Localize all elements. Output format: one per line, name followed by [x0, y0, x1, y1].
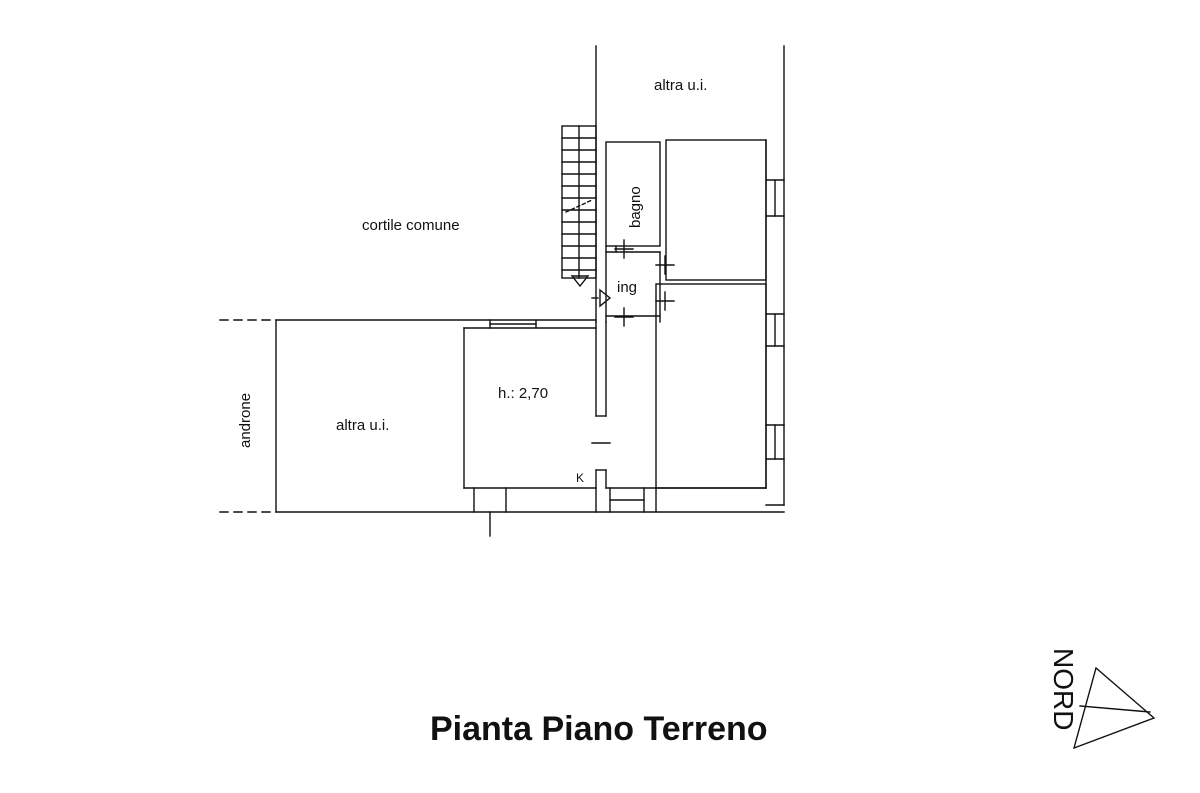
label-ing: ing: [617, 279, 637, 296]
label-bagno: bagno: [627, 186, 644, 228]
label-cortile-comune: cortile comune: [362, 217, 460, 234]
north-label: NORD: [1048, 648, 1079, 730]
north-arrow-icon: [1072, 666, 1156, 750]
label-k: K: [576, 471, 584, 485]
stair-steps: [561, 125, 597, 279]
label-altra-ui-top: altra u.i.: [654, 77, 707, 94]
room-bagno: [605, 141, 661, 247]
label-altra-ui-left: altra u.i.: [336, 417, 389, 434]
label-height: h.: 2,70: [498, 385, 548, 402]
label-androne: androne: [237, 393, 254, 448]
page-title: Pianta Piano Terreno: [430, 710, 768, 748]
room-right-top: [665, 139, 767, 281]
north-arrow-axis: [1079, 705, 1151, 713]
door-crosses: [614, 239, 675, 327]
room-right-bottom: [655, 283, 767, 489]
stair-arrow-line: [565, 199, 593, 213]
entrance-arrow: [599, 288, 612, 308]
right-windows: [765, 179, 785, 460]
stair-arrow-head: [570, 275, 590, 288]
